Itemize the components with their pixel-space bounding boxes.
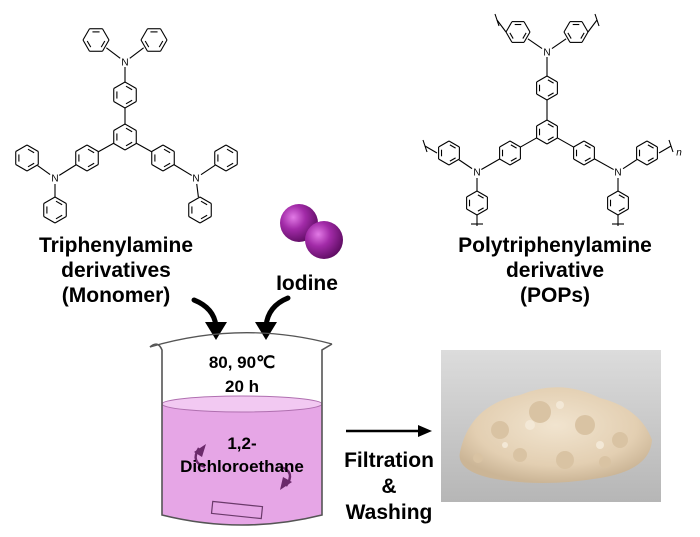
benzene-ring [573,140,595,166]
polymer-label-line2: derivative [506,259,604,282]
nitrogen-atom-label: N [543,48,550,59]
phenyl-ring [43,196,67,224]
phenyl-ring [15,144,39,172]
nitrogen-atom-label: N [121,58,128,69]
solvent-label-line2: Dichloroethane [180,457,304,476]
beaker [149,332,333,526]
phenyl-ring [188,196,212,224]
beaker-liquid [162,398,322,525]
phenyl-ring [563,21,589,43]
benzene-ring [75,144,99,172]
phenyl-ring [636,140,658,166]
phenyl-ring [466,190,488,216]
repeat-unit-label: n [676,148,682,159]
workup-label-line3: Washing [346,501,433,524]
polymer-structure: N N Nn [422,13,682,226]
workup-label-line2: & [381,475,396,498]
nitrogen-atom-label: N [192,174,199,185]
monomer-structure: N N N [15,28,238,224]
monomer-label-line2: derivatives [61,259,171,282]
reaction-conditions-time: 20 h [225,377,259,396]
core-benzene-ring [113,123,137,151]
phenyl-ring [438,140,460,166]
phenyl-ring [140,28,168,52]
reaction-conditions-temperature: 80, 90℃ [209,353,275,372]
nitrogen-atom-label: N [51,174,58,185]
phenyl-ring [82,28,110,52]
iodine-molecule-icon [280,204,343,259]
phenyl-ring [214,144,238,172]
nitrogen-atom-label: N [473,168,480,179]
polymer-label-line1: Polytriphenylamine [458,234,652,257]
polymer-label-line3: (POPs) [520,284,590,307]
monomer-label-line3: (Monomer) [62,284,171,307]
phenyl-ring [505,21,531,43]
nitrogen-atom-label: N [614,168,621,179]
reagent-arrows [191,295,291,340]
process-arrow [346,425,432,437]
core-benzene-ring [536,119,558,145]
benzene-ring [536,75,558,101]
phenyl-ring [607,190,629,216]
workup-label-line1: Filtration [344,449,434,472]
benzene-ring [151,144,175,172]
product-photo [441,350,661,502]
monomer-label-line1: Triphenylamine [39,234,193,257]
benzene-ring [113,81,137,109]
benzene-ring [499,140,521,166]
iodine-label: Iodine [276,272,338,295]
solvent-label-line1: 1,2- [227,434,256,453]
